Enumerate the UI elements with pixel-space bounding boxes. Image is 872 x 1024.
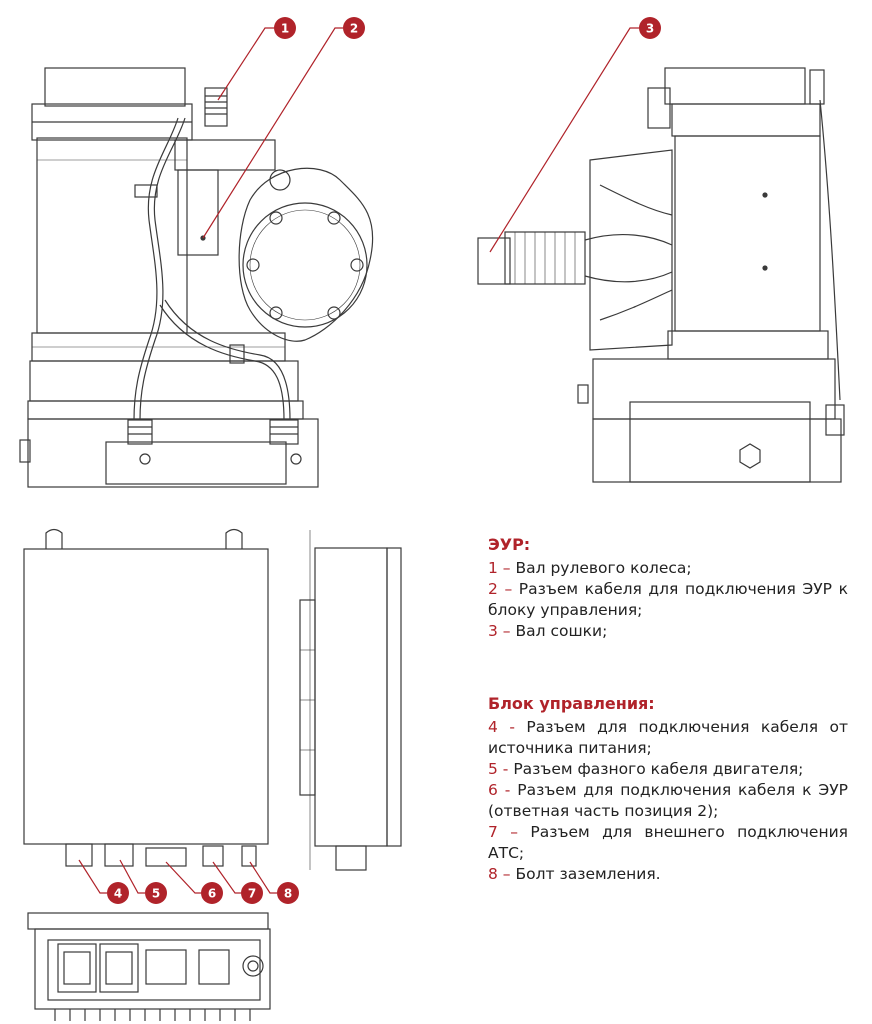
- svg-text:5: 5: [152, 887, 160, 901]
- legend-item-separator: –: [497, 823, 531, 841]
- legend-item: 7 – Разъем для внешнего подключения АТС;: [488, 822, 848, 864]
- callout-1: 1: [274, 17, 296, 39]
- legend-item-separator: -: [497, 718, 527, 736]
- legend-item-separator: -: [497, 760, 514, 778]
- legend-item-text: Разъем для подключения кабеля к ЭУР (отв…: [488, 781, 848, 820]
- legend-item: 1 – Вал рулевого колеса;: [488, 558, 848, 579]
- svg-text:8: 8: [284, 887, 292, 901]
- legend-item-text: Разъем кабеля для подключения ЭУР к блок…: [488, 580, 848, 619]
- legend-item-separator: –: [497, 622, 516, 640]
- steering-unit-side-view: [477, 67, 845, 483]
- control-unit-front-view: [23, 528, 269, 867]
- legend-item-separator: –: [497, 865, 516, 883]
- leader-lines: [78, 27, 639, 894]
- legend-item-text: Разъем для подключения кабеля от источни…: [488, 718, 849, 757]
- svg-text:4: 4: [114, 887, 122, 901]
- callout-4: 4: [107, 882, 129, 904]
- svg-text:6: 6: [208, 887, 216, 901]
- legend-item: 3 – Вал сошки;: [488, 621, 848, 642]
- callout-5: 5: [145, 882, 167, 904]
- steering-unit-front-view: [19, 67, 374, 488]
- legend-item-separator: –: [497, 559, 516, 577]
- control-unit-bottom-view: [27, 912, 271, 1021]
- svg-text:3: 3: [646, 22, 654, 36]
- legend-item: 2 – Разъем кабеля для подключения ЭУР к …: [488, 579, 848, 621]
- control-unit-side-view: [299, 530, 402, 871]
- callout-2: 2: [343, 17, 365, 39]
- legend-item-text: Болт заземления.: [515, 865, 661, 883]
- legend-item: 8 – Болт заземления.: [488, 864, 848, 885]
- legend-item: 5 - Разъем фазного кабеля двигателя;: [488, 759, 848, 780]
- legend-item-text: Разъем для внешнего подключения АТС;: [488, 823, 848, 862]
- callout-8: 8: [277, 882, 299, 904]
- legend-item-number: 2: [488, 580, 498, 598]
- legend-item-separator: -: [497, 781, 518, 799]
- svg-text:2: 2: [350, 22, 358, 36]
- legend-control-unit: Блок управления: 4 - Разъем для подключе…: [488, 693, 848, 885]
- callout-6: 6: [201, 882, 223, 904]
- svg-text:7: 7: [248, 887, 256, 901]
- legend-item-text: Разъем фазного кабеля двигателя;: [513, 760, 804, 778]
- legend-item-number: 4: [488, 718, 498, 736]
- legend-item-text: Вал сошки;: [515, 622, 608, 640]
- svg-text:1: 1: [281, 22, 289, 36]
- legend-item-separator: –: [497, 580, 519, 598]
- legend-item-text: Вал рулевого колеса;: [515, 559, 692, 577]
- legend-eur-heading: ЭУР:: [488, 535, 531, 554]
- legend-item-number: 6: [488, 781, 498, 799]
- legend-item-number: 1: [488, 559, 498, 577]
- callout-3: 3: [639, 17, 661, 39]
- legend-item-number: 7: [488, 823, 498, 841]
- legend-item: 4 - Разъем для подключения кабеля от ист…: [488, 717, 848, 759]
- legend-item: 6 - Разъем для подключения кабеля к ЭУР …: [488, 780, 848, 822]
- legend-item-number: 8: [488, 865, 498, 883]
- legend-item-number: 5: [488, 760, 498, 778]
- legend-eur: ЭУР: 1 – Вал рулевого колеса; 2 – Разъем…: [488, 534, 848, 642]
- legend-control-heading: Блок управления:: [488, 694, 655, 713]
- callout-7: 7: [241, 882, 263, 904]
- legend-item-number: 3: [488, 622, 498, 640]
